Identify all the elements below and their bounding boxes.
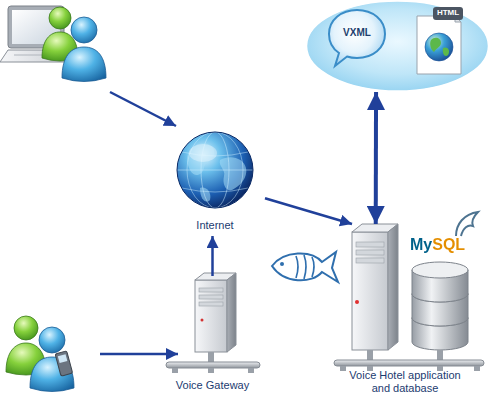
network-cloud: VXML HTML [305,0,490,92]
application-server-icon [367,350,373,360]
globe-icon [177,132,253,208]
gateway-server-icon [166,273,260,373]
vxml-label: VXML [333,27,381,39]
globe-icon [177,132,253,208]
node-label: Internet [165,219,265,232]
user-icon [42,7,106,82]
network-base [340,366,346,371]
cloud-outline [417,16,461,74]
gateway-server-icon [208,352,214,362]
user-icon [71,17,97,43]
phone-user-icon [6,316,74,392]
application-server-icon [356,250,384,255]
cloud-outline [443,47,449,56]
glassfish-logo [272,252,338,282]
glassfish-logo [312,257,314,277]
cloud-outline [305,0,490,92]
cloud-outline [433,7,463,20]
globe-icon [200,188,210,202]
cloud-outline [329,10,385,66]
cloud-outline [425,33,453,61]
globe-icon [182,188,248,192]
application-server-icon [356,242,384,247]
user-icon [49,7,71,29]
phone-user-icon [58,354,68,363]
mysql-logo-text: MySQL [410,236,465,254]
double-arrow [374,92,378,224]
database-icon [412,262,468,278]
gateway-server-icon [248,368,254,373]
html-label: HTML [433,8,463,18]
globe-icon [177,132,253,208]
gateway-server-icon [199,288,223,292]
globe-icon [189,144,217,162]
user-icon [62,47,106,82]
flow-arrow [265,198,352,224]
application-server-icon [352,232,388,350]
database-icon [412,262,468,360]
mysql-dolphin [456,212,478,236]
node-label: Voice Hotel application and database [342,369,468,395]
network-base [334,360,484,366]
flow-arrow [110,92,176,126]
gateway-server-icon [195,280,227,352]
flow-arrow [100,92,178,354]
gateway-server-icon [199,295,223,299]
gateway-server: Voice Gateway [160,276,265,396]
application-server-icon [356,258,384,263]
gateway-server-icon [201,319,204,322]
application-server-icon [352,224,398,360]
gateway-server-icon [227,273,236,352]
gateway-server-icon [199,302,223,306]
flow-arrow [211,236,214,276]
glassfish-logo [280,262,284,266]
mysql-dolphin [456,212,478,236]
cloud-outline [307,1,489,91]
gateway-server-icon [208,368,214,373]
phone-user-icon [55,351,73,376]
glassfish-logo [272,252,338,282]
cloud-outline [430,38,441,52]
phone-user-icon [55,351,73,376]
globe-icon [177,170,253,171]
flow-arrow [100,353,178,356]
database-icon [437,350,443,360]
gateway-server-icon [172,368,178,373]
glassfish-logo [304,255,306,279]
network-base [474,366,480,371]
phone-user-icon [14,316,38,340]
gateway-server-icon [166,362,260,368]
application-server-icon [388,224,398,350]
phone-user-icon [39,327,65,353]
glassfish-logo [296,256,298,278]
application-server-icon [355,300,359,304]
internet-globe: Internet [165,125,265,236]
node-label: Voice Gateway [160,379,265,392]
